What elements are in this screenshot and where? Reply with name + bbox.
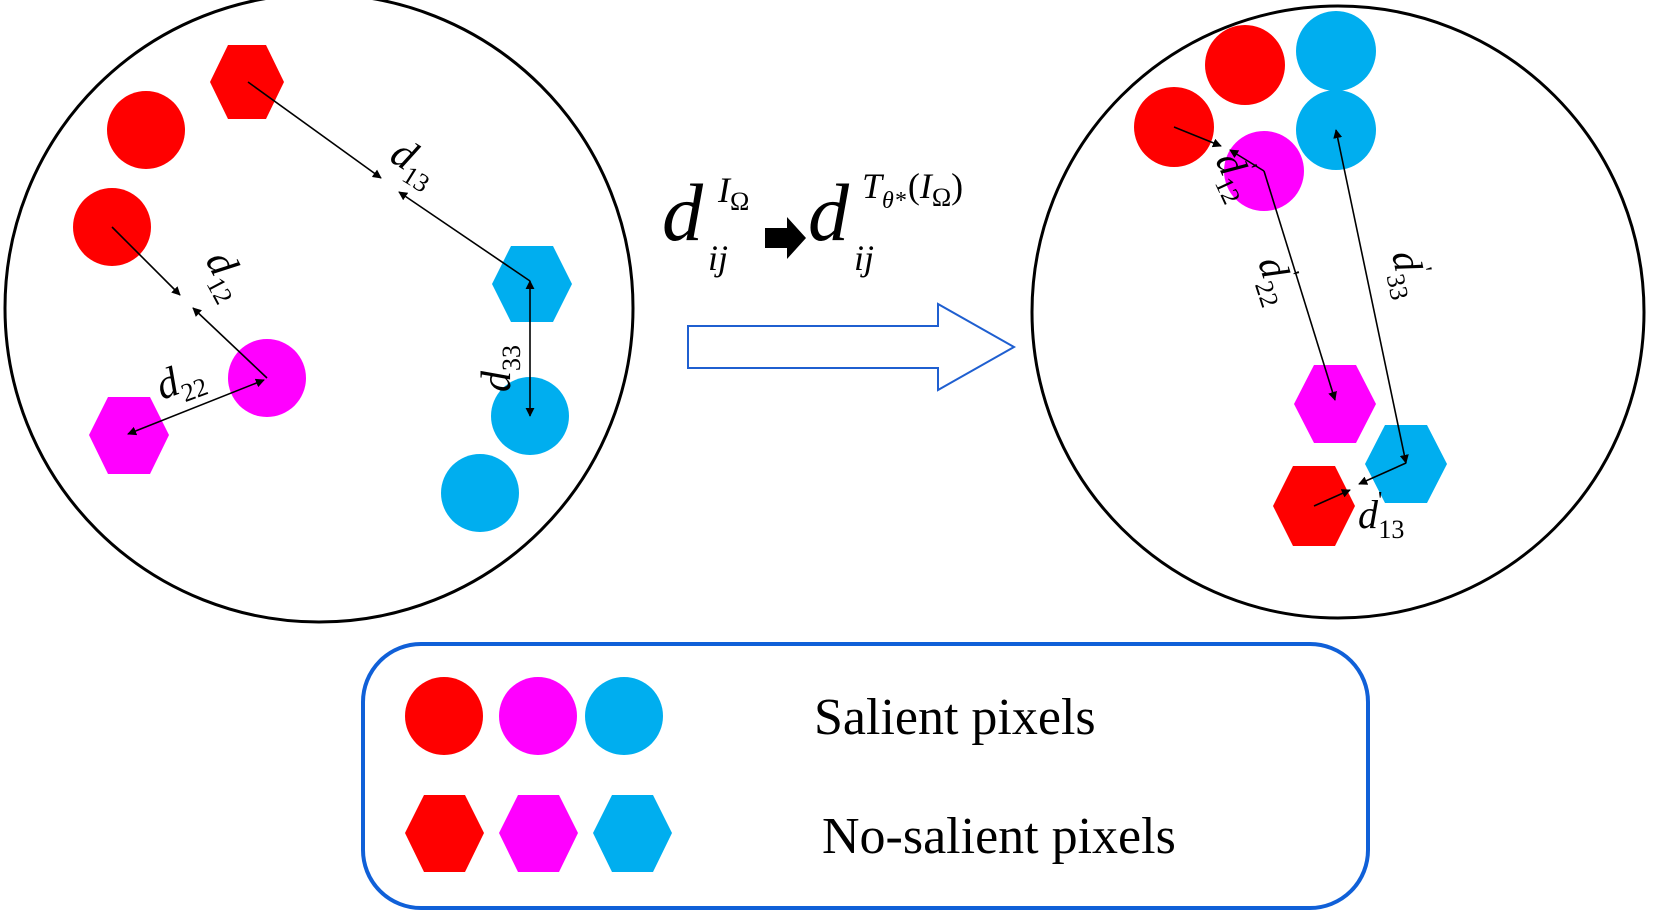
- salient-pixel-red: [1205, 25, 1285, 105]
- formula-left-sub: ij: [708, 238, 728, 278]
- legend-nonsalient-red: [405, 795, 484, 872]
- d22-line: [127, 378, 265, 436]
- d12-line-b: [192, 307, 268, 379]
- nonsalient-pixel-magenta: [89, 397, 169, 474]
- formula-right-sup: Tθ*(IΩ): [862, 166, 963, 214]
- nonsalient-pixel-magenta: [1294, 365, 1376, 443]
- label-d22: d22: [150, 350, 212, 415]
- label-d33: d33: [474, 345, 526, 392]
- formula-right: d: [808, 167, 850, 258]
- transform-arrow-icon: [687, 302, 1017, 392]
- formula-right-sub: ij: [854, 238, 874, 278]
- formula-left: d: [662, 167, 704, 258]
- legend-nonsalient-label: No-salient pixels: [822, 808, 1176, 865]
- left-boundary-circle: [3, 0, 635, 624]
- d12p-line-a: [1173, 126, 1222, 148]
- left-panel: d13 d12 d22 d33: [3, 0, 635, 624]
- legend-salient-red: [405, 677, 483, 755]
- formula-left-sup: IΩ: [717, 170, 749, 216]
- legend-salient-magenta: [499, 677, 577, 755]
- label-d13: d13: [380, 129, 447, 198]
- salient-pixel-red: [107, 91, 185, 169]
- legend-nonsalient-cyan: [593, 795, 672, 872]
- salient-pixel-cyan: [1296, 11, 1376, 91]
- label-d12: d12: [191, 243, 259, 309]
- d13-line-a: [247, 81, 382, 179]
- label-d33-prime: d'33: [1376, 246, 1440, 303]
- d12p-line-b: [1229, 149, 1265, 172]
- transform-formula: d ij IΩ d ij Tθ*(IΩ): [662, 166, 963, 278]
- d13p-line-a: [1313, 489, 1351, 507]
- legend: Salient pixels No-salient pixels: [361, 642, 1370, 910]
- formula-arrow-icon: [765, 217, 806, 259]
- legend-salient-label: Salient pixels: [814, 689, 1096, 746]
- label-d13-prime: d'13: [1358, 488, 1404, 544]
- d13p-line-b: [1358, 462, 1407, 485]
- d22p-line: [1263, 170, 1337, 401]
- right-boundary-circle: [1030, 4, 1646, 620]
- d33p-line: [1333, 129, 1409, 464]
- nonsalient-pixel-red: [210, 45, 284, 119]
- legend-box: [361, 642, 1370, 910]
- d12-line-a: [111, 226, 181, 296]
- d13-line-b: [398, 191, 531, 282]
- legend-salient-cyan: [585, 677, 663, 755]
- label-d22-prime: d'22: [1243, 250, 1311, 311]
- legend-nonsalient-magenta: [499, 795, 578, 872]
- right-panel: d'12 d'22 d'33 d'13: [1030, 4, 1646, 620]
- nonsalient-pixel-cyan: [492, 246, 572, 322]
- salient-pixel-cyan: [441, 454, 519, 532]
